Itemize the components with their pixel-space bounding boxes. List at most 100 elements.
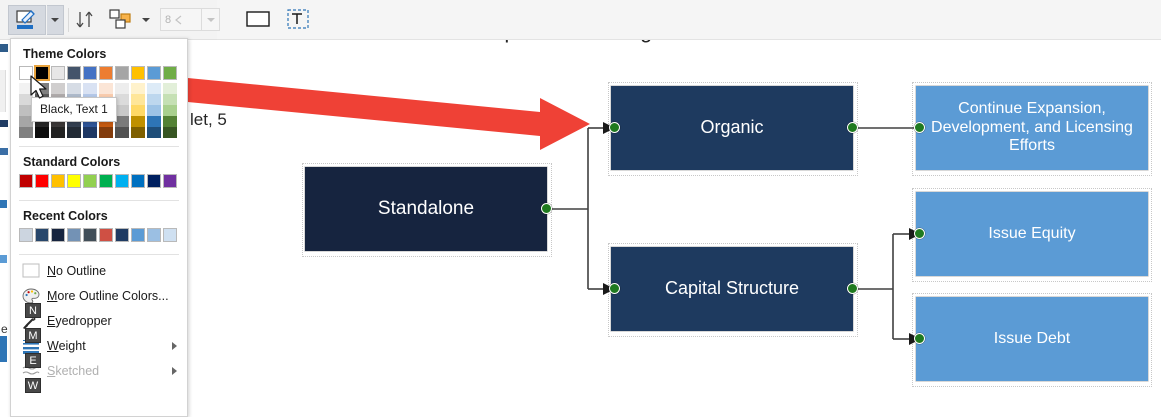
standard-colors-row[interactable] [11, 174, 187, 188]
theme-color-swatch-6-1[interactable] [115, 94, 129, 105]
recent-color-swatch-3[interactable] [67, 228, 81, 242]
theme-color-swatch-8-3[interactable] [147, 116, 161, 127]
submenu-arrow-icon [172, 366, 177, 375]
connection-handle[interactable] [914, 333, 925, 344]
theme-color-swatch-7-4[interactable] [131, 127, 145, 138]
diagram-node-issue-equity[interactable]: Issue Equity [916, 192, 1148, 276]
recent-color-swatch-0[interactable] [19, 228, 33, 242]
recent-color-swatch-8[interactable] [147, 228, 161, 242]
theme-color-column-9[interactable] [163, 83, 177, 138]
theme-color-swatch-5[interactable] [99, 66, 113, 80]
theme-color-column-8[interactable] [147, 83, 161, 138]
theme-color-swatch-2-4[interactable] [51, 127, 65, 138]
diagram-node-issue-debt[interactable]: Issue Debt [916, 297, 1148, 381]
connection-handle[interactable] [847, 283, 858, 294]
theme-color-swatch-9-4[interactable] [163, 127, 177, 138]
recent-color-swatch-9[interactable] [163, 228, 177, 242]
shape-outline-button[interactable] [8, 5, 46, 35]
theme-color-column-7[interactable] [131, 83, 145, 138]
theme-color-swatch-9-3[interactable] [163, 116, 177, 127]
standard-color-swatch-6[interactable] [115, 174, 129, 188]
theme-color-swatch-3-4[interactable] [67, 127, 81, 138]
recent-color-swatch-5[interactable] [99, 228, 113, 242]
theme-color-swatch-8-4[interactable] [147, 127, 161, 138]
shape-outline-dropdown-button[interactable] [47, 5, 64, 35]
theme-color-swatch-1-4[interactable] [35, 127, 49, 138]
diagram-node-standalone[interactable]: Standalone [305, 167, 547, 251]
theme-color-swatch-9-0[interactable] [163, 83, 177, 94]
connection-handle[interactable] [914, 122, 925, 133]
theme-color-swatch-3[interactable] [67, 66, 81, 80]
theme-color-swatch-7-3[interactable] [131, 116, 145, 127]
theme-color-swatch-7-0[interactable] [131, 83, 145, 94]
standard-color-swatch-1[interactable] [35, 174, 49, 188]
theme-color-swatch-4-4[interactable] [83, 127, 97, 138]
theme-color-swatch-8[interactable] [147, 66, 161, 80]
theme-color-swatch-2-0[interactable] [51, 83, 65, 94]
recent-color-swatch-2[interactable] [51, 228, 65, 242]
chevron-down-icon [142, 18, 150, 22]
standard-color-swatch-3[interactable] [67, 174, 81, 188]
connection-handle[interactable] [914, 228, 925, 239]
theme-color-swatch-8-2[interactable] [147, 105, 161, 116]
theme-color-column-6[interactable] [115, 83, 129, 138]
connection-handle[interactable] [847, 122, 858, 133]
sort-button[interactable] [72, 6, 100, 34]
group-objects-dropdown-button[interactable] [138, 6, 154, 34]
standard-color-swatch-8[interactable] [147, 174, 161, 188]
group-objects-button[interactable] [106, 6, 136, 34]
keytip-eyedropper: E [25, 353, 41, 368]
theme-color-swatch-6-2[interactable] [115, 105, 129, 116]
standard-color-swatch-5[interactable] [99, 174, 113, 188]
theme-color-swatch-5-0[interactable] [99, 83, 113, 94]
recent-color-swatch-4[interactable] [83, 228, 97, 242]
standard-color-swatch-4[interactable] [83, 174, 97, 188]
slide-canvas[interactable]: Comparison of Targeted and Broad Process… [217, 0, 1161, 417]
theme-color-swatch-7-1[interactable] [131, 94, 145, 105]
diagram-node-continue-expansion[interactable]: Continue Expansion, Development, and Lic… [916, 86, 1148, 170]
theme-color-swatch-6-0[interactable] [115, 83, 129, 94]
text-box-button[interactable] [285, 6, 311, 32]
chevron-down-icon [206, 17, 215, 22]
node-label: Issue Debt [993, 329, 1071, 347]
theme-color-swatch-7-2[interactable] [131, 105, 145, 116]
size-spinner-dropdown-button[interactable] [202, 8, 220, 31]
standard-color-swatch-7[interactable] [131, 174, 145, 188]
diagram-node-capital-structure[interactable]: Capital Structure [611, 247, 853, 331]
connection-handle[interactable] [609, 283, 620, 294]
menu-item-more-outline-colors[interactable]: More Outline Colors... [11, 283, 187, 308]
connection-handle[interactable] [609, 122, 620, 133]
recent-colors-row[interactable] [11, 228, 187, 242]
theme-color-swatch-8-0[interactable] [147, 83, 161, 94]
connection-handle[interactable] [541, 203, 552, 214]
recent-color-swatch-1[interactable] [35, 228, 49, 242]
theme-color-swatch-9-1[interactable] [163, 94, 177, 105]
theme-color-swatch-4-0[interactable] [83, 83, 97, 94]
theme-color-swatch-2[interactable] [51, 66, 65, 80]
menu-divider [19, 254, 179, 255]
theme-color-swatch-6-4[interactable] [115, 127, 129, 138]
theme-color-swatch-0-4[interactable] [19, 127, 33, 138]
recent-color-swatch-6[interactable] [115, 228, 129, 242]
theme-color-swatch-8-1[interactable] [147, 94, 161, 105]
recent-color-swatch-7[interactable] [131, 228, 145, 242]
edge-artifact [0, 148, 8, 155]
keytip-weight: W [25, 378, 41, 393]
diagram-node-organic[interactable]: Organic [611, 86, 853, 170]
theme-color-swatch-6-3[interactable] [115, 116, 129, 127]
rectangle-shape-button[interactable] [245, 8, 271, 30]
theme-color-swatch-9[interactable] [163, 66, 177, 80]
standard-color-swatch-0[interactable] [19, 174, 33, 188]
connector-lines [547, 122, 921, 345]
theme-color-swatch-6[interactable] [115, 66, 129, 80]
theme-color-swatch-9-2[interactable] [163, 105, 177, 116]
theme-color-swatch-7[interactable] [131, 66, 145, 80]
menu-item-no-outline[interactable]: No Outline [11, 258, 187, 283]
standard-color-swatch-9[interactable] [163, 174, 177, 188]
theme-color-swatch-4[interactable] [83, 66, 97, 80]
theme-color-swatch-5-4[interactable] [99, 127, 113, 138]
theme-color-swatch-3-0[interactable] [67, 83, 81, 94]
size-spinner-input[interactable]: 8 [160, 8, 202, 31]
standard-color-swatch-2[interactable] [51, 174, 65, 188]
